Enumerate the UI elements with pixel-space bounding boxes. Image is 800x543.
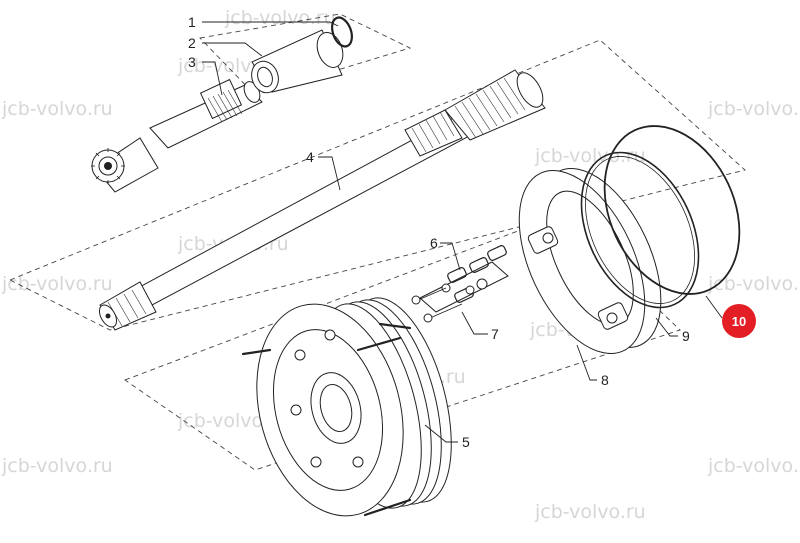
long-shaft	[98, 69, 546, 331]
watermark: jcb-volvo.ru	[534, 145, 646, 167]
callout-10: 10	[732, 314, 746, 329]
watermark: jcb-volvo.ru	[707, 98, 800, 120]
sleeve	[251, 29, 344, 94]
callout-6: 6	[430, 235, 438, 251]
clutch-housing	[241, 297, 452, 517]
watermark: jcb-volvo.ru	[1, 98, 113, 120]
watermark: jcb-volvo.ru	[1, 273, 113, 295]
callout-3: 3	[188, 54, 196, 70]
inner-seal-ring	[580, 151, 700, 309]
watermark: jcb-volvo.ru	[1, 455, 113, 477]
callout-7: 7	[491, 326, 499, 342]
spring-kit	[411, 245, 509, 323]
watermark: jcb-volvo.ru	[707, 273, 800, 295]
watermark: jcb-volvo.ru	[707, 455, 800, 477]
callout-8: 8	[601, 372, 609, 388]
snap-ring	[331, 16, 353, 48]
piston-plate	[518, 167, 662, 354]
callouts: 1 2 3 4 5 6 7 8 9 10	[188, 14, 756, 450]
callout-2: 2	[188, 35, 196, 51]
outer-o-ring	[603, 125, 741, 295]
leader-lines	[202, 21, 723, 443]
callout-5: 5	[462, 434, 470, 450]
highlight-marker	[722, 304, 756, 338]
pinion-shaft	[91, 78, 263, 193]
callout-9: 9	[682, 328, 690, 344]
callout-1: 1	[188, 14, 196, 30]
watermark: jcb-volvo.ru	[224, 7, 336, 29]
watermark: jcb-volvo.ru	[534, 501, 646, 523]
callout-4: 4	[306, 149, 314, 165]
